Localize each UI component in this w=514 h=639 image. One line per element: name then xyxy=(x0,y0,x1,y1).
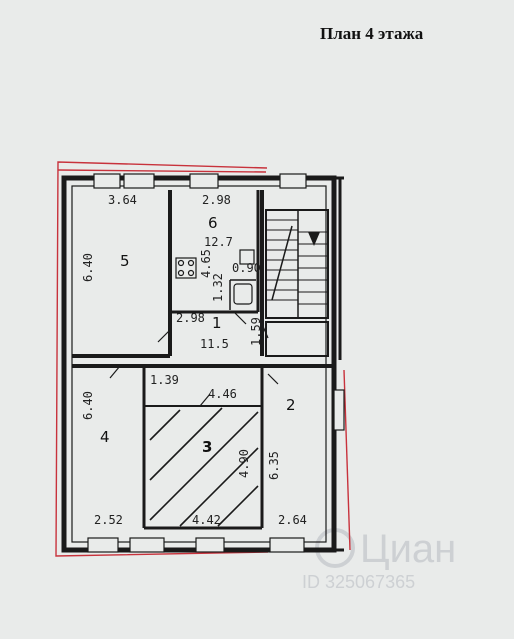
windows xyxy=(87,173,345,553)
room-3-depth-label: 4.90 xyxy=(237,449,251,478)
room-4-length-label: 6.40 xyxy=(81,391,95,420)
room-5-length-label: 6.40 xyxy=(81,253,95,282)
room-6-number: 6 xyxy=(208,214,218,232)
room-4-width-label: 2.52 xyxy=(94,513,123,527)
red-outline xyxy=(55,161,351,557)
room-3-step-label: 1.39 xyxy=(150,373,179,387)
room-6-area-label: 12.7 xyxy=(204,235,233,249)
doors xyxy=(109,311,279,407)
room-1-number: 1 xyxy=(212,314,222,332)
room-5-width-label: 3.64 xyxy=(108,193,137,207)
room-2-length-label: 6.35 xyxy=(267,451,281,480)
watermark-id: ID 325067365 xyxy=(302,572,415,592)
interior-walls xyxy=(72,190,334,530)
room-1-depth-label: 1.32 xyxy=(211,273,225,302)
bathroom-fixtures xyxy=(233,249,255,305)
room-1-area-label: 11.5 xyxy=(200,337,229,351)
room-6-width-label: 2.98 xyxy=(202,193,231,207)
room-1-extra-label: 0.90 xyxy=(232,261,261,275)
kitchen-stove xyxy=(175,257,197,279)
room-6-depth-label: 4.65 xyxy=(199,249,213,278)
watermark-brand: Циан xyxy=(360,527,456,571)
room-3-width-label: 4.42 xyxy=(192,513,221,527)
room-1-width-label: 2.98 xyxy=(176,311,205,325)
room-3-top-label: 4.46 xyxy=(208,387,237,401)
watermark: Циан ID 325067365 xyxy=(302,527,456,592)
room-5-number: 5 xyxy=(120,252,130,270)
room-2-small-label: 1.59 xyxy=(249,317,263,346)
room-2-width-label: 2.64 xyxy=(278,513,307,527)
page-title: План 4 этажа xyxy=(320,24,424,43)
room-4-number: 4 xyxy=(100,428,110,446)
room-3-hatching xyxy=(149,407,259,527)
room-2-number: 2 xyxy=(286,396,296,414)
room-3-number: 3 xyxy=(202,438,212,456)
staircase xyxy=(265,209,329,357)
